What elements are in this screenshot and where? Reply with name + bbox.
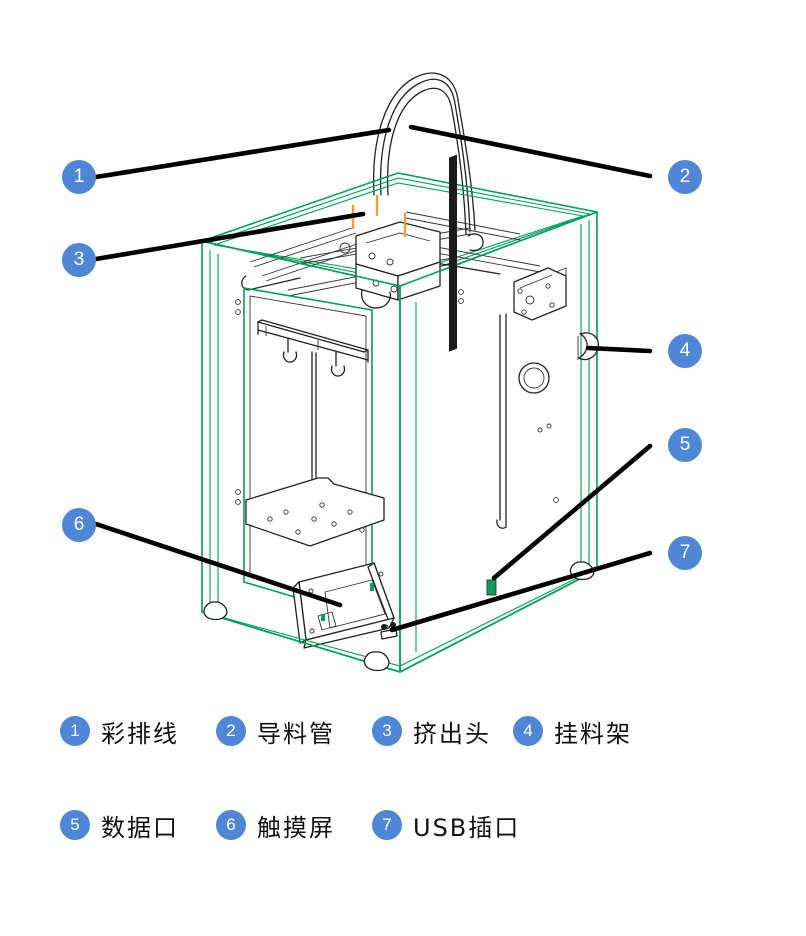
leader-line-4 (585, 345, 653, 354)
legend-row-2: 5 数据口 6 触摸屏 7 USB插口 (0, 794, 806, 856)
legend-badge-2: 2 (216, 716, 246, 746)
printer-illustration: .g{fill:none;stroke:#00a05a;stroke-width… (62, 72, 702, 673)
legend-number-5: 5 (70, 814, 80, 834)
legend-number-7: 7 (382, 814, 392, 834)
legend-number-1: 1 (70, 720, 80, 740)
legend-number-3: 3 (382, 720, 392, 740)
leader-lines (93, 124, 653, 633)
legend-label-6: 触摸屏 (257, 813, 335, 842)
legend-label-2: 导料管 (257, 719, 335, 748)
extruder-head (339, 221, 441, 309)
leader-line-7 (389, 550, 653, 633)
legend-number-4: 4 (523, 720, 533, 740)
legend-item-6[interactable]: 6 触摸屏 (216, 808, 335, 843)
callout-number-2: 2 (679, 165, 691, 187)
callout-badge-2[interactable]: 2 (668, 160, 702, 194)
legend-badge-7: 7 (372, 810, 402, 840)
legend-badge-6: 6 (216, 810, 246, 840)
callout-number-5: 5 (679, 433, 691, 455)
legend-row-1: 1 彩排线 2 导料管 3 挤出头 4 挂料架 (0, 700, 806, 762)
legend-number-6: 6 (226, 814, 236, 834)
callout-badge-5[interactable]: 5 (668, 428, 702, 462)
callout-badge-4[interactable]: 4 (668, 334, 702, 368)
callout-number-7: 7 (679, 541, 691, 563)
callout-number-1: 1 (73, 165, 85, 187)
leader-line-1 (93, 127, 392, 180)
legend-label-1: 彩排线 (101, 719, 179, 748)
legend-item-5[interactable]: 5 数据口 (60, 808, 179, 843)
callout-number-3: 3 (73, 248, 85, 270)
gantry-assembly (241, 194, 541, 309)
leader-line-2 (408, 124, 653, 179)
leader-line-6 (93, 521, 343, 608)
data-port (486, 579, 497, 596)
legend-badge-3: 3 (372, 716, 402, 746)
printer-base (201, 561, 598, 673)
callout-badge-3[interactable]: 3 (62, 243, 96, 277)
callout-number-6: 6 (73, 513, 85, 535)
legend-item-3[interactable]: 3 挤出头 (372, 714, 491, 749)
legend-item-7[interactable]: 7 USB插口 (372, 808, 520, 843)
legend-item-4[interactable]: 4 挂料架 (513, 714, 632, 749)
touchscreen-panel (292, 562, 395, 649)
legend-item-2[interactable]: 2 导料管 (216, 714, 335, 749)
leader-line-3 (93, 211, 366, 262)
legend-item-1[interactable]: 1 彩排线 (60, 714, 179, 749)
legend-label-4: 挂料架 (554, 719, 632, 748)
leader-line-5 (491, 443, 653, 581)
callout-badge-7[interactable]: 7 (668, 536, 702, 570)
feed-tube-arc (451, 99, 476, 235)
ribbon-cable-arc (372, 72, 459, 196)
callout-number-4: 4 (679, 339, 691, 361)
legend-label-7: USB插口 (413, 813, 521, 842)
legend-number-2: 2 (226, 720, 236, 740)
legend: 1 彩排线 2 导料管 3 挤出头 4 挂料架 (0, 690, 806, 936)
legend-badge-5: 5 (60, 810, 90, 840)
legend-label-3: 挤出头 (413, 719, 491, 748)
legend-label-5: 数据口 (101, 813, 179, 842)
build-chamber-interior (245, 154, 507, 547)
right-panel-details (415, 267, 567, 652)
legend-badge-1: 1 (60, 716, 90, 746)
legend-badge-4: 4 (513, 716, 543, 746)
callout-badge-1[interactable]: 1 (62, 160, 96, 194)
callout-badge-6[interactable]: 6 (62, 508, 96, 542)
